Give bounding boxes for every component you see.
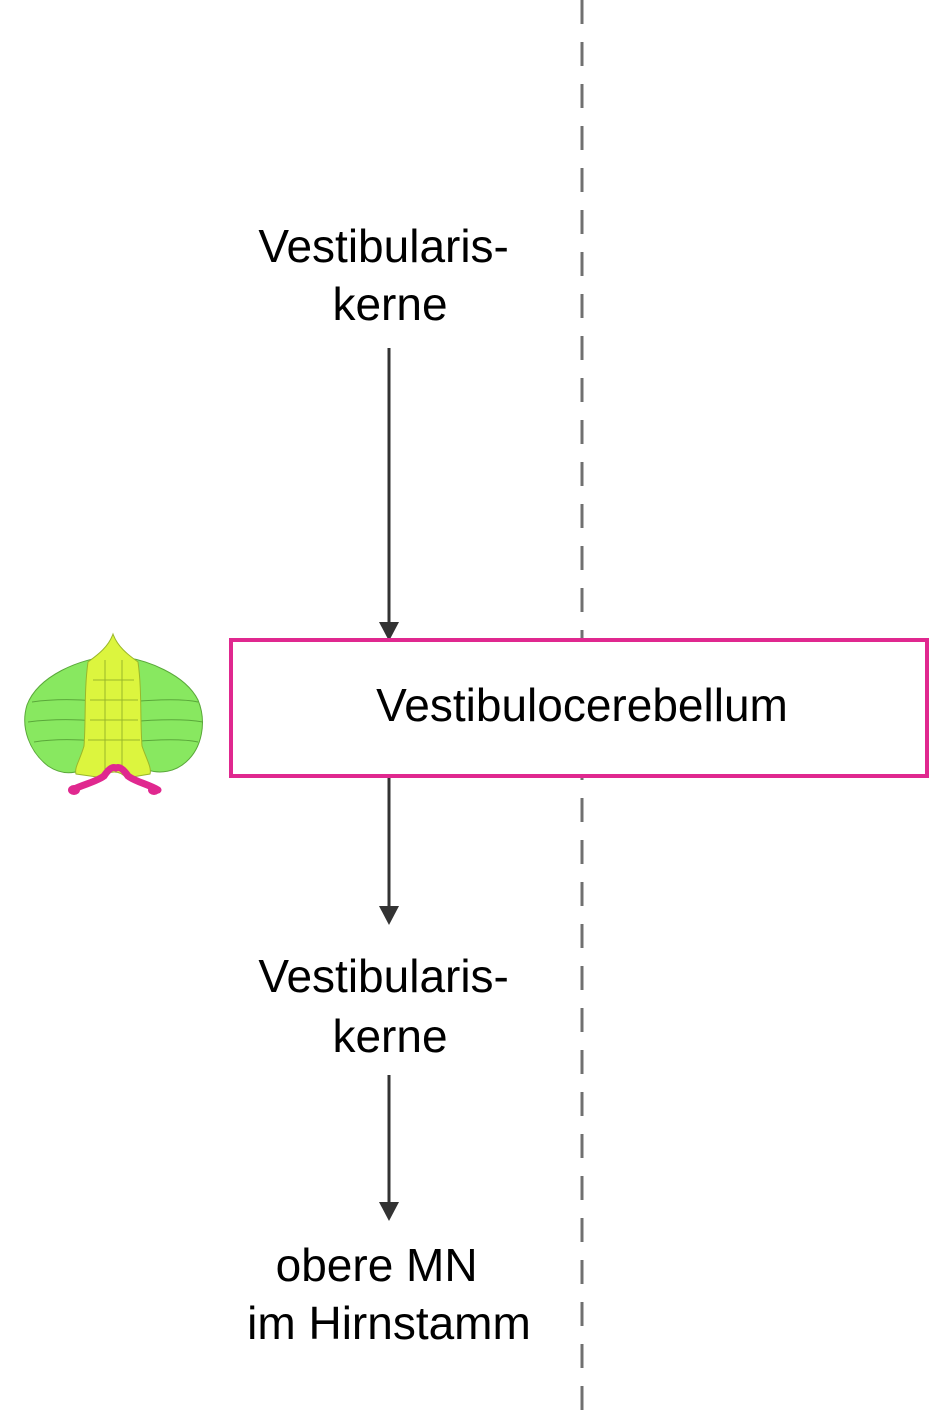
- vestibulocerebellum-label: Vestibulocerebellum: [376, 679, 788, 731]
- flocculus-left: [68, 785, 80, 795]
- bottom-vestibular-nuclei-line1: Vestibularis-: [258, 950, 509, 1002]
- flocculus-right: [148, 785, 160, 795]
- vestibulocerebellum-box: [229, 638, 929, 778]
- cerebellum-vermis-lines: [88, 660, 140, 770]
- upper-motor-neurons-label: obere MN im Hirnstamm: [247, 1239, 531, 1349]
- arrow-nuclei-to-motor-neurons-head: [379, 1202, 399, 1221]
- top-vestibular-nuclei-line2: kerne: [332, 278, 447, 330]
- arrow-cerebellum-to-bottom-head: [379, 906, 399, 925]
- bottom-vestibular-nuclei-label: Vestibularis- kerne: [258, 950, 521, 1062]
- upper-motor-neurons-line1: obere MN: [276, 1239, 478, 1291]
- top-vestibular-nuclei-line1: Vestibularis-: [258, 220, 509, 272]
- bottom-vestibular-nuclei-line2: kerne: [332, 1010, 447, 1062]
- cerebellum-vermis-shape: [75, 632, 151, 779]
- upper-motor-neurons-line2: im Hirnstamm: [247, 1297, 531, 1349]
- cerebellum-icon: [24, 632, 204, 795]
- cerebellum-folia-lines: [27, 699, 204, 743]
- flocculonodular-lobe-shape: [68, 764, 162, 794]
- cerebellum-box-background: [231, 640, 927, 776]
- arrow-top-to-cerebellum-head: [379, 622, 399, 641]
- top-vestibular-nuclei-label: Vestibularis- kerne: [258, 220, 521, 330]
